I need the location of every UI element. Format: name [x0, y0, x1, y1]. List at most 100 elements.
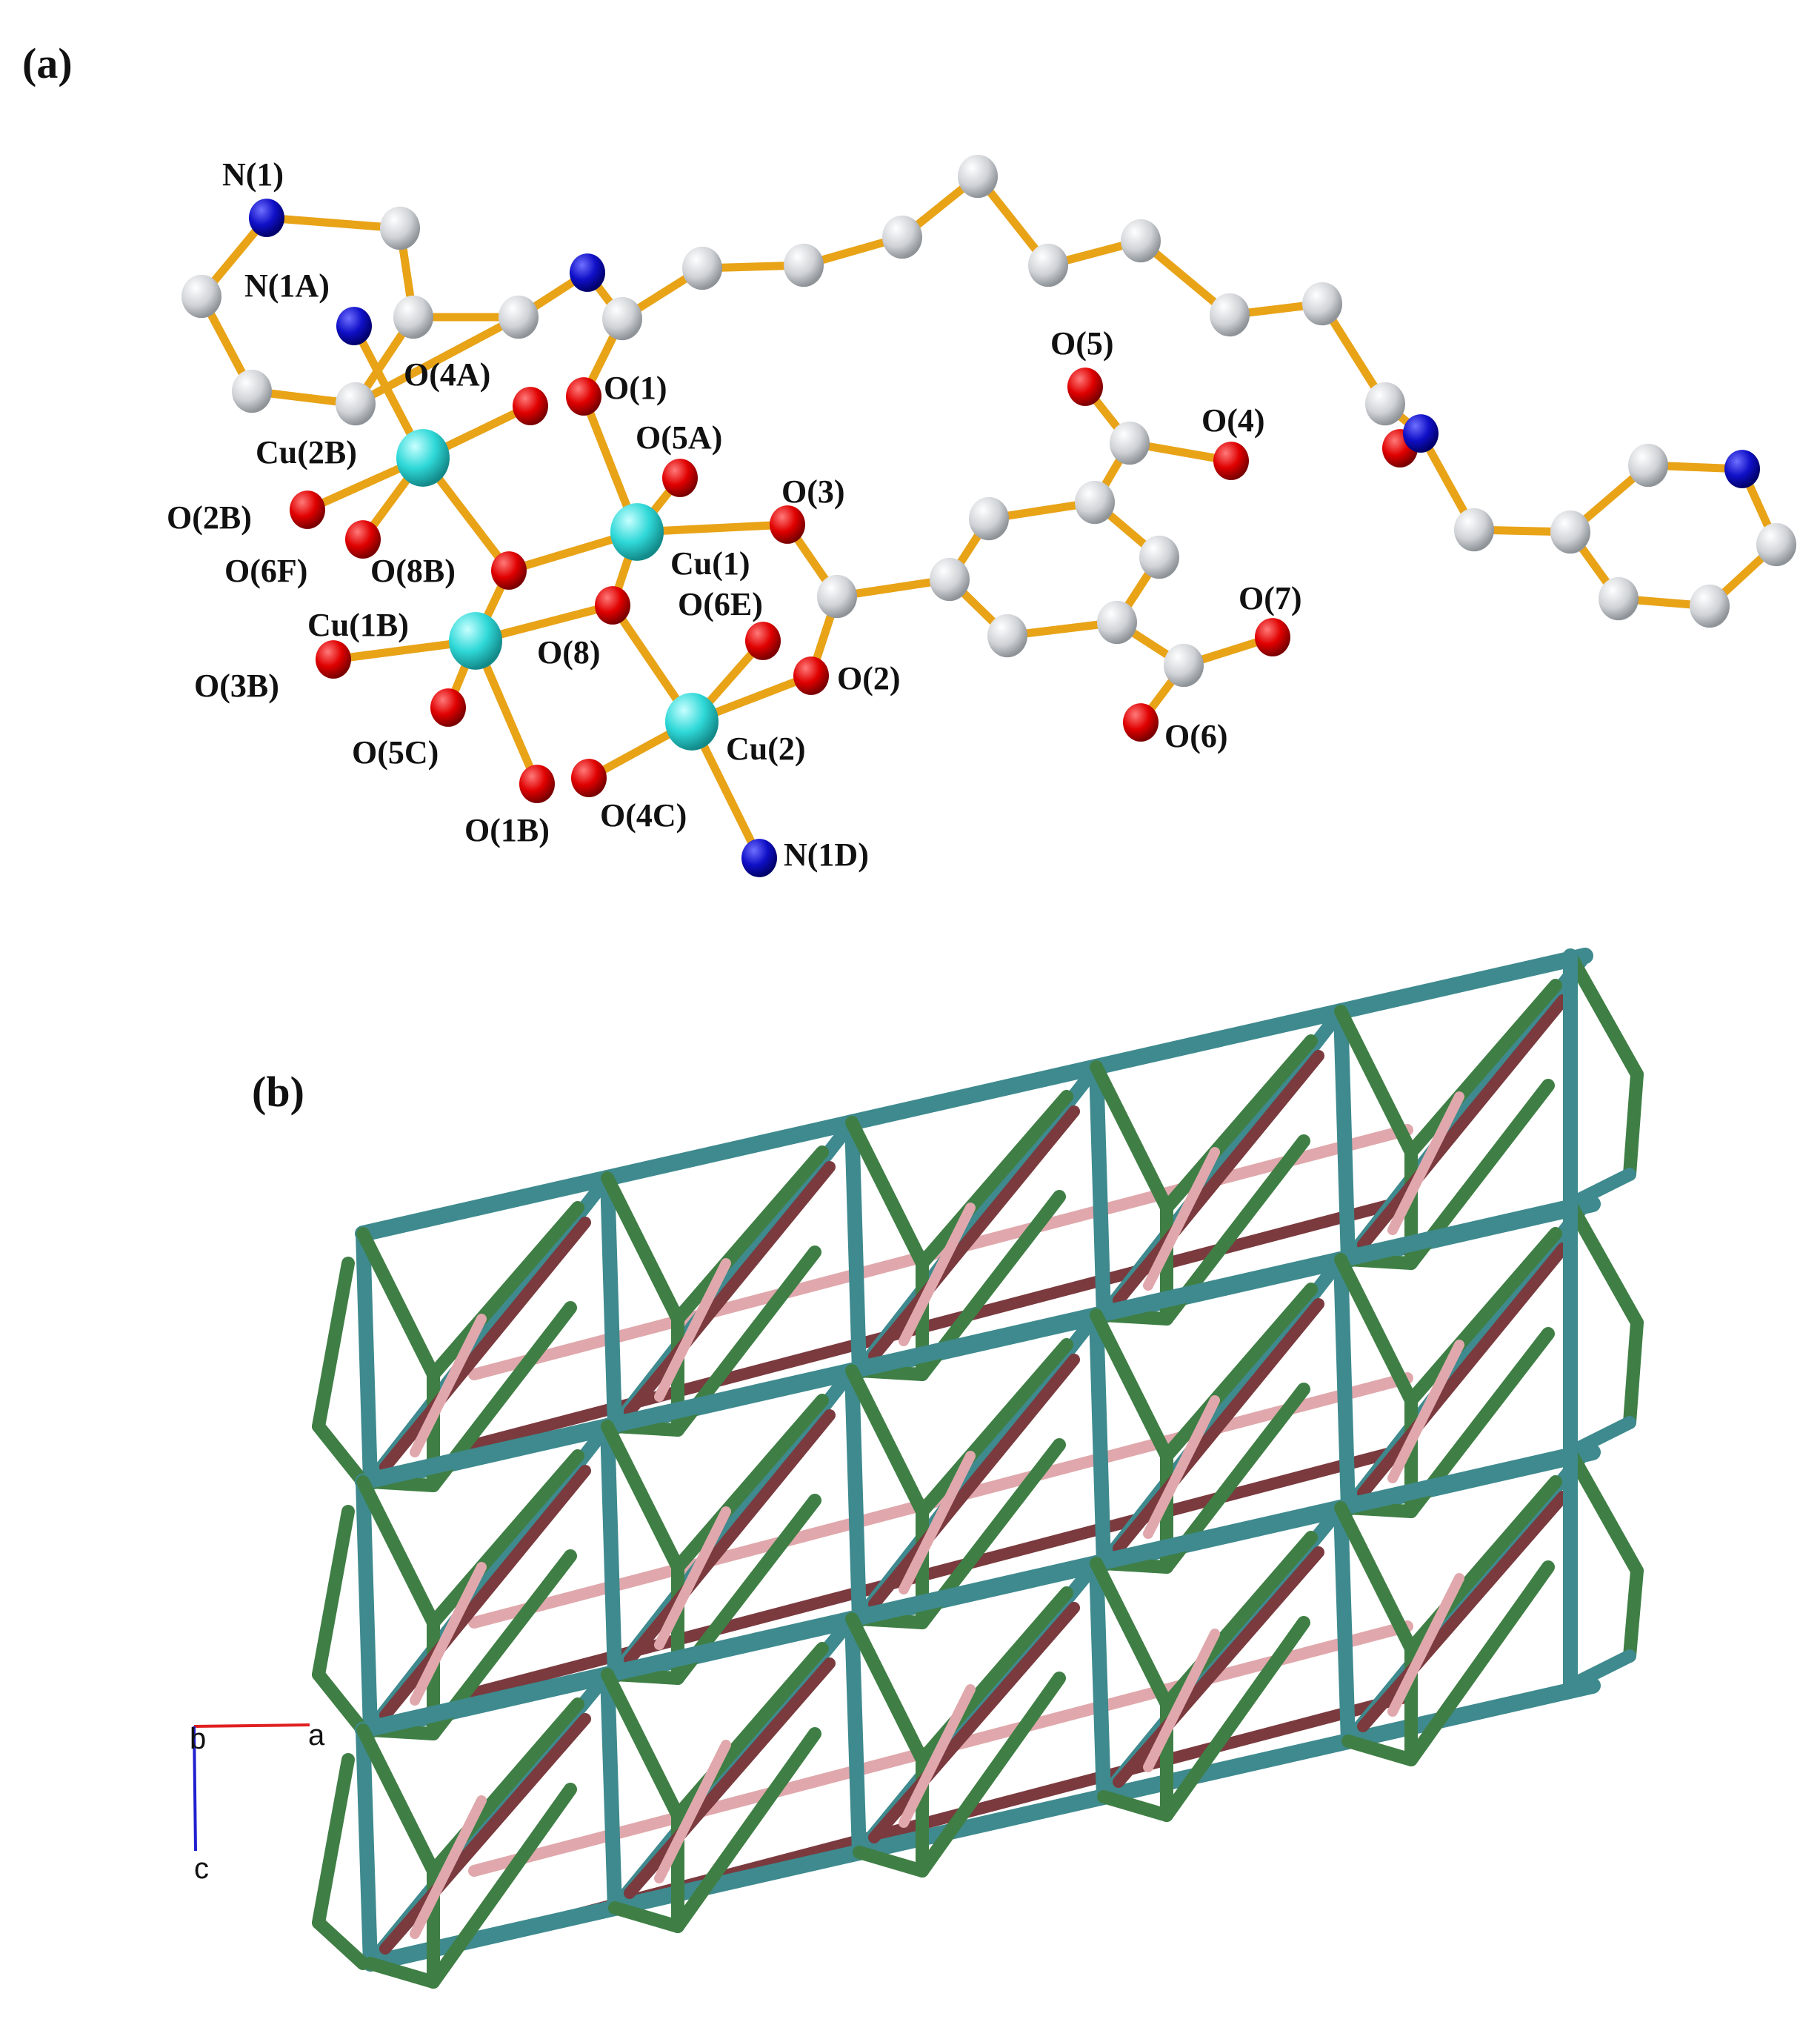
oxygen-atom	[519, 765, 555, 803]
framework-rod	[1113, 1050, 1324, 1306]
framework-net	[312, 948, 1644, 1989]
framework-rod	[916, 1672, 1066, 1878]
carbon-atom	[817, 574, 857, 619]
framework-rod	[427, 1697, 584, 1878]
framework-rod	[1341, 1197, 1592, 1514]
framework-rod	[1097, 1790, 1173, 1822]
oxygen-atom	[662, 459, 698, 497]
framework-rod	[844, 1307, 1104, 1379]
carbon-atom	[930, 557, 970, 602]
framework-rod	[1387, 1340, 1464, 1483]
framework-rod	[468, 1443, 1413, 1699]
panel-a-label: (a)	[22, 39, 73, 87]
framework-rod	[1623, 1316, 1644, 1429]
framework-rod	[608, 1420, 684, 1437]
nitrogen-atom	[1403, 414, 1439, 453]
framework-rod	[1334, 1253, 1418, 1407]
carbon-atom	[393, 295, 433, 339]
framework-rod	[468, 1124, 1413, 1380]
atom-label: O(3B)	[194, 668, 279, 704]
atom-label: O(2B)	[167, 499, 252, 536]
framework-rod	[899, 1684, 976, 1828]
framework-rod	[654, 1506, 731, 1650]
framework-rod	[916, 1338, 1073, 1518]
framework-rod	[1089, 1556, 1111, 1804]
carbon-atom	[1628, 443, 1668, 488]
framework-rod	[312, 1257, 355, 1433]
framework-rod	[853, 1612, 929, 1629]
framework-rod	[1404, 1475, 1562, 1655]
framework-rod	[868, 1354, 1080, 1610]
axis-c-label: c	[194, 1852, 209, 1885]
oxygen-atom	[745, 622, 781, 660]
framework-rod	[355, 1418, 616, 1490]
framework-rod	[364, 1171, 614, 1489]
framework-rod	[312, 1668, 370, 1737]
framework-rod	[1113, 1298, 1324, 1554]
framework-rod	[916, 1586, 1073, 1766]
framework-rod	[1333, 948, 1593, 1020]
framework-rod	[379, 1465, 591, 1721]
axis-b-label: b	[190, 1723, 206, 1755]
oxygen-atom	[491, 551, 527, 590]
carbon-atom	[1302, 282, 1342, 326]
framework-rod	[1340, 1196, 1601, 1268]
carbon-atom	[682, 246, 722, 290]
carbon-atom	[1164, 643, 1204, 688]
copper-atom	[396, 429, 450, 487]
framework-rod	[624, 1657, 836, 1899]
framework-rod	[312, 1916, 370, 1970]
atom-label: O(6)	[1164, 718, 1228, 754]
atom-label: N(1)	[222, 156, 284, 193]
framework-rod	[312, 1753, 355, 1929]
framework-rod	[899, 1203, 976, 1346]
framework-rod	[1333, 1252, 1356, 1515]
framework-rod	[410, 1314, 487, 1457]
framework-rod	[364, 1723, 440, 1740]
oxygen-atom	[1255, 618, 1290, 656]
framework-rod	[916, 1438, 1066, 1629]
framework-rod	[1340, 1677, 1601, 1749]
framework-rod	[844, 1059, 1104, 1131]
framework-rod	[1341, 1446, 1592, 1748]
atom-label: Cu(1B)	[307, 607, 409, 643]
framework-rod	[362, 1418, 623, 1490]
framework-rod	[468, 1691, 1413, 1947]
framework-rod	[601, 1420, 684, 1574]
framework-rod	[1334, 1501, 1418, 1655]
framework-rod	[1088, 1500, 1349, 1572]
framework-rod	[356, 1226, 378, 1489]
carbon-atom	[1690, 584, 1730, 628]
framework-rod	[364, 1420, 614, 1737]
framework-rod	[671, 1394, 829, 1574]
framework-rod	[356, 1723, 440, 1878]
framework-rod	[599, 1114, 860, 1186]
framework-rod	[853, 1846, 929, 1878]
framework-rod	[1564, 949, 1644, 1081]
carbon-atom	[1550, 510, 1590, 554]
atom-label: O(4)	[1201, 402, 1265, 439]
framework-rod	[1097, 1557, 1173, 1574]
atom-label: O(1B)	[464, 812, 550, 848]
oxygen-atom	[1067, 368, 1103, 406]
framework-rod	[1160, 1134, 1310, 1326]
framework-rod	[1357, 994, 1569, 1251]
framework-rod	[600, 1667, 622, 1915]
framework-rod	[1357, 1243, 1569, 1499]
atom-label: O(5A)	[636, 419, 722, 456]
framework-rod	[1404, 1327, 1555, 1518]
framework-rod	[427, 1783, 577, 1989]
carbon-atom	[987, 613, 1027, 658]
framework-rod	[607, 1611, 867, 1683]
framework-rod	[1160, 1283, 1318, 1463]
framework-rod	[1357, 1491, 1569, 1732]
framework-rod	[1097, 1308, 1173, 1326]
atom-label: O(4A)	[404, 356, 490, 393]
bond	[262, 213, 404, 233]
framework-rod	[853, 1557, 1103, 1859]
framework-rod	[671, 1246, 821, 1437]
carbon-atom	[784, 243, 824, 287]
framework-rod	[1404, 1227, 1562, 1407]
framework-rod	[1143, 1395, 1220, 1539]
framework-rod	[410, 1795, 487, 1939]
